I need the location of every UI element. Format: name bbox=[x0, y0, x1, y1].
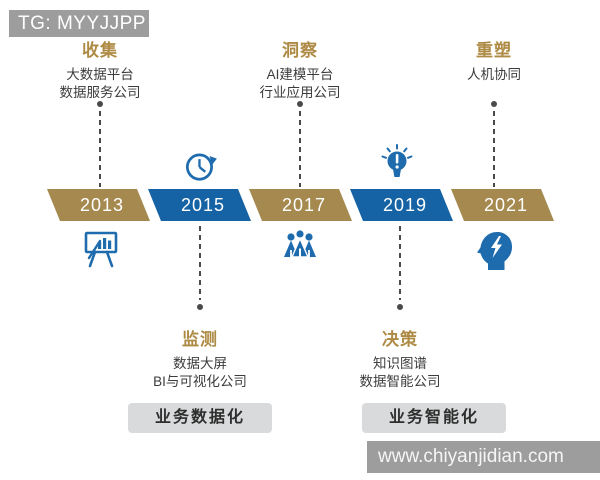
timeline-bar: 2013 2015 2017 2019 2021 bbox=[47, 189, 557, 221]
year-label: 2019 bbox=[382, 195, 428, 215]
stage-badge-intelligence: 业务智能化 bbox=[362, 403, 506, 433]
connector-dot bbox=[297, 101, 303, 107]
connector-dashes bbox=[399, 226, 401, 300]
tg-watermark-label: TG: MYYJJPP bbox=[9, 10, 149, 37]
connector-dashes bbox=[199, 226, 201, 300]
phase-column-2015-bottom: 监测 数据大屏 BI与可视化公司 bbox=[110, 325, 290, 391]
presentation-board-icon bbox=[81, 228, 121, 273]
team-icon bbox=[278, 228, 322, 267]
phase-column-2017-top: 洞察 AI建模平台 行业应用公司 bbox=[210, 36, 390, 102]
connector-dot bbox=[97, 101, 103, 107]
phase-line: 行业应用公司 bbox=[259, 85, 341, 100]
phase-line: 数据智能公司 bbox=[359, 374, 441, 389]
connector-dot bbox=[197, 304, 203, 310]
clock-history-icon bbox=[181, 147, 219, 190]
phase-title: 收集 bbox=[82, 41, 118, 60]
year-segment-2019: 2019 bbox=[350, 189, 453, 221]
connector-dashes bbox=[299, 111, 301, 187]
year-label: 2017 bbox=[281, 195, 327, 215]
year-label: 2015 bbox=[180, 195, 226, 215]
phase-line: 知识图谱 bbox=[373, 356, 427, 371]
year-segment-2015: 2015 bbox=[148, 189, 251, 221]
connector-dot bbox=[491, 101, 497, 107]
phase-title: 重塑 bbox=[476, 41, 512, 60]
phase-column-2013-top: 收集 大数据平台 数据服务公司 bbox=[10, 36, 190, 102]
year-label: 2021 bbox=[483, 195, 529, 215]
phase-line: 数据服务公司 bbox=[59, 85, 141, 100]
lightbulb-alert-icon bbox=[378, 143, 416, 190]
connector-dashes bbox=[99, 111, 101, 187]
phase-line: 大数据平台 bbox=[66, 67, 134, 82]
phase-line: BI与可视化公司 bbox=[153, 374, 247, 389]
phase-line: AI建模平台 bbox=[266, 67, 334, 82]
year-segment-2021: 2021 bbox=[451, 189, 554, 221]
phase-line: 数据大屏 bbox=[173, 356, 227, 371]
year-label: 2013 bbox=[79, 195, 125, 215]
head-lightning-icon bbox=[474, 227, 516, 276]
stage-badge-data: 业务数据化 bbox=[128, 403, 272, 433]
phase-title: 监测 bbox=[182, 330, 218, 349]
site-watermark-label: www.chiyanjidian.com bbox=[367, 441, 600, 473]
year-segment-2013: 2013 bbox=[47, 189, 150, 221]
phase-line: 人机协同 bbox=[467, 67, 521, 82]
connector-dot bbox=[397, 304, 403, 310]
year-segment-2017: 2017 bbox=[249, 189, 352, 221]
phase-column-2019-bottom: 决策 知识图谱 数据智能公司 bbox=[310, 325, 490, 391]
phase-title: 洞察 bbox=[282, 41, 318, 60]
connector-dashes bbox=[493, 111, 495, 187]
phase-title: 决策 bbox=[382, 330, 418, 349]
phase-column-2021-top: 重塑 人机协同 bbox=[404, 36, 584, 84]
